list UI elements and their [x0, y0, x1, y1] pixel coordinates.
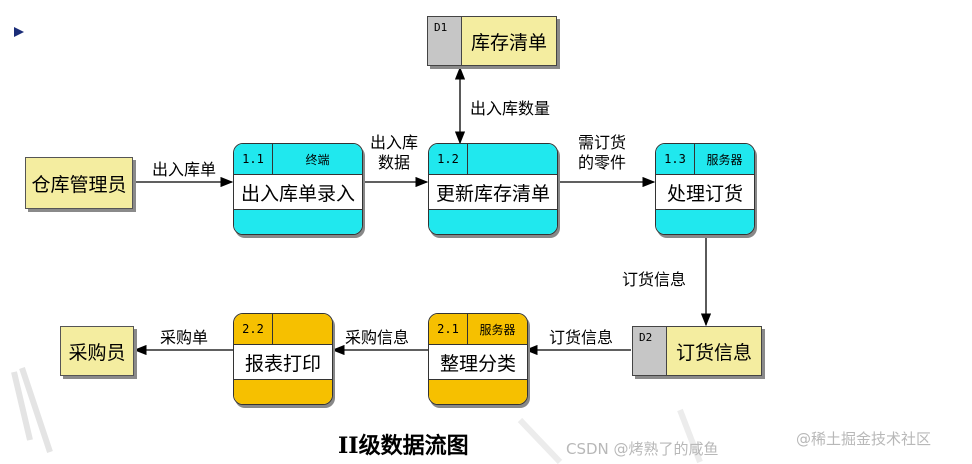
data-store-id: D1: [428, 17, 462, 65]
process-name: 报表打印: [234, 345, 332, 380]
process-name: 出入库单录入: [234, 175, 362, 210]
flow-label-needed-parts: 需订货 的零件: [578, 133, 626, 173]
process-id: 1.1: [234, 144, 273, 174]
entity-purchaser: 采购员: [60, 326, 134, 376]
process-id: 1.2: [429, 144, 468, 174]
process-location: 终端: [305, 152, 330, 167]
process-location: 服务器: [706, 152, 743, 167]
process-id: 1.3: [656, 144, 695, 174]
process-2-2: 2.2 报表打印: [233, 313, 333, 405]
flow-label-line: 数据: [378, 153, 411, 172]
data-store-name: 库存清单: [470, 31, 547, 54]
diagram-title: II级数据流图: [338, 433, 469, 459]
flow-label-in-out-form: 出入库单: [152, 160, 217, 179]
flow-label-order-info-down: 订货信息: [622, 270, 687, 289]
entity-warehouse-manager: 仓库管理员: [25, 157, 133, 209]
data-store-d2: D2 订货信息: [632, 326, 762, 376]
flow-label-in-out-qty: 出入库数量: [470, 99, 551, 118]
data-store-name: 订货信息: [675, 341, 752, 364]
process-name: 处理订货: [656, 175, 754, 210]
watermark-csdn: CSDN @烤熟了的咸鱼: [566, 440, 719, 458]
process-1-2: 1.2 更新库存清单: [428, 143, 558, 235]
flow-label-purchase-info: 采购信息: [345, 328, 410, 347]
watermark-stroke-left: [11, 367, 53, 453]
data-store-id: D2: [633, 327, 667, 375]
process-id: 2.1: [429, 314, 468, 344]
process-name: 更新库存清单: [429, 175, 557, 210]
nav-arrow-icon: [14, 27, 24, 37]
process-location: 服务器: [479, 322, 516, 337]
flow-label-in-out-data: 出入库 数据: [370, 133, 418, 173]
process-2-1: 2.1 服务器 整理分类: [428, 313, 528, 405]
flow-label-purchase-form: 采购单: [160, 328, 209, 347]
flow-label-line: 出入库: [370, 133, 419, 152]
process-location: [468, 144, 557, 174]
process-1-3: 1.3 服务器 处理订货: [655, 143, 755, 235]
flow-label-line: 需订货: [578, 133, 627, 152]
data-store-d1: D1 库存清单: [427, 16, 557, 66]
process-1-1: 1.1 终端 出入库单录入: [233, 143, 363, 235]
process-location: [273, 314, 332, 344]
flow-label-line: 的零件: [578, 153, 627, 172]
flow-label-order-info-left: 订货信息: [549, 328, 614, 347]
watermark-stroke-mid: [517, 408, 703, 464]
watermark-juejin: @稀土掘金技术社区: [796, 430, 932, 448]
process-name: 整理分类: [429, 345, 527, 380]
process-id: 2.2: [234, 314, 273, 344]
